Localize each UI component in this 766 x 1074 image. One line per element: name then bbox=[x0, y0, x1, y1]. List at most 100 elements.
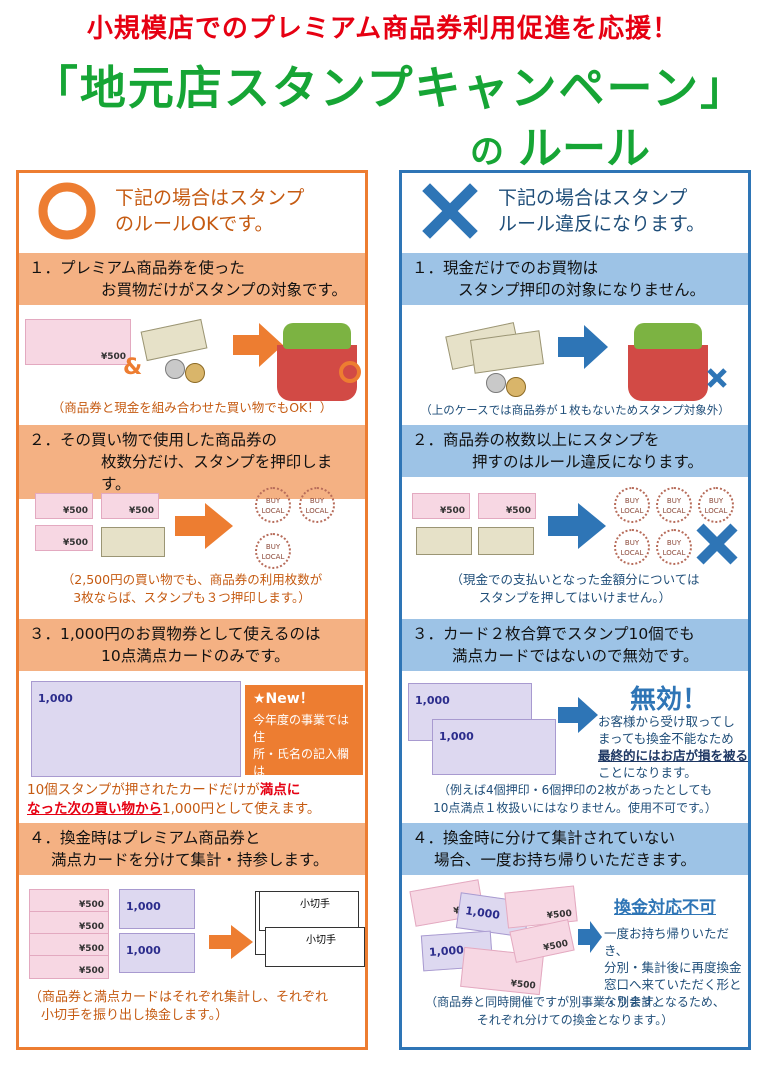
invalid-text-bold: 最終的にはお店が損を被る bbox=[598, 748, 749, 763]
ng-rule-3-note: （例えば4個押印・6個押印の2枚があったとしても 10点満点１枚扱いにはなりませ… bbox=[402, 781, 748, 817]
ng-rule-4-line1: ４．換金時に分けて集計されていない bbox=[412, 829, 676, 847]
invalid-text-end: ことになります。 bbox=[598, 765, 697, 780]
banknote-image bbox=[101, 527, 165, 557]
ok-rule-3: ３．1,000円のお買物券として使えるのは 10点満点カードのみです。 bbox=[19, 619, 365, 671]
ng-intro-line1: 下記の場合はスタンプ bbox=[498, 187, 688, 209]
ng-rule-2-note-line2: スタンプを押してはいけません。） bbox=[478, 590, 672, 605]
cheque-label: 小切手 bbox=[306, 935, 336, 946]
ok-rule-3-note-b: 満点に bbox=[259, 782, 301, 798]
ok-rule-4-line1: ４．換金時はプレミアム商品券と bbox=[29, 829, 261, 847]
ok-rule-1-line1: １．プレミアム商品券を使った bbox=[29, 259, 245, 277]
ng-rule-1: １．現金だけでのお買物は スタンプ押印の対象になりません。 bbox=[402, 253, 748, 305]
voucher-image bbox=[478, 493, 536, 519]
stamp-card-image bbox=[31, 681, 241, 777]
stamp-mark: BUY LOCAL bbox=[614, 487, 650, 523]
new-notice-title: ★New！ bbox=[253, 691, 314, 707]
arrow-right-icon bbox=[578, 921, 602, 953]
stamp-card-image bbox=[119, 889, 195, 929]
ok-rule-3-note-a: 10個スタンプが押されたカードだけが bbox=[27, 782, 260, 798]
ng-rule-4-note-line1: （商品券と同時開催ですが別事業・別会計となるため、 bbox=[425, 995, 725, 1009]
ng-rule-3-line2: 満点カードではないので無効です。 bbox=[452, 647, 699, 665]
stamp-card-image bbox=[432, 719, 556, 775]
ng-rule-2: ２．商品券の枚数以上にスタンプを 押すのはルール違反になります。 bbox=[402, 425, 748, 477]
coin-image bbox=[185, 363, 205, 383]
and-sign: & bbox=[123, 355, 143, 380]
cross-ng-icon bbox=[707, 368, 727, 388]
header-no: の bbox=[470, 132, 504, 172]
ng-rule-3-note-line2: 10点満点１枚扱いにはなりません。使用不可です。） bbox=[433, 801, 717, 815]
voucher-image bbox=[101, 493, 159, 519]
ok-rule-2-note-line1: （2,500円の買い物でも、商品券の利用枚数が bbox=[61, 572, 323, 587]
ok-rule-4-note-line2: 小切手を振り出し換金します。） bbox=[41, 1008, 229, 1023]
ok-rule-2-note-line2: 3枚ならば、スタンプも３つ押印します。） bbox=[73, 590, 311, 605]
ng-rule-4-note-line2: それぞれ分けての換金となります。） bbox=[476, 1013, 674, 1027]
voucher-image bbox=[412, 493, 470, 519]
new-notice-box: ★New！ 今年度の事業では住 所・氏名の記入欄は 省略となりました。 bbox=[245, 685, 363, 812]
coin-image bbox=[506, 377, 526, 397]
cross-ng-icon bbox=[422, 183, 478, 239]
header-subtitle: 小規模店でのプレミアム商品券利用促進を応援！ bbox=[86, 14, 680, 44]
voucher-image bbox=[35, 493, 93, 519]
ok-rule-4-line2: 満点カードを分けて集計・持参します。 bbox=[51, 851, 329, 869]
not-exchangeable-text: 一度お持ち帰りいただき、 分別・集計後に再度換金 窓口へ来ていただく形と なりま… bbox=[604, 925, 750, 1010]
ok-rule-3-line1: ３．1,000円のお買物券として使えるのは bbox=[29, 625, 321, 643]
ok-intro: 下記の場合はスタンプ のルールOKです。 bbox=[19, 173, 365, 249]
stamp-mark: BUY LOCAL bbox=[614, 529, 650, 565]
not-exchangeable-line1: 一度お持ち帰りいただき、 bbox=[604, 926, 730, 958]
ng-rule-3: ３．カード２枚合算でスタンプ10個でも 満点カードではないので無効です。 bbox=[402, 619, 748, 671]
invalid-text-line1: お客様から受け取ってし bbox=[598, 714, 735, 729]
new-notice-line2: 所・氏名の記入欄は bbox=[253, 747, 350, 778]
ok-rule-2-note: （2,500円の買い物でも、商品券の利用枚数が 3枚ならば、スタンプも３つ押印し… bbox=[19, 571, 365, 607]
header-rule: ルール bbox=[518, 123, 650, 174]
voucher-image bbox=[35, 525, 93, 551]
ok-intro-text: 下記の場合はスタンプ のルールOKです。 bbox=[115, 185, 304, 237]
ok-rule-2-line1: ２．その買い物で使用した商品券の bbox=[29, 431, 278, 449]
not-exchangeable-line2: 分別・集計後に再度換金 bbox=[604, 960, 742, 975]
shopping-basket-image bbox=[628, 323, 708, 401]
ng-rule-1-note: （上のケースでは商品券が１枚もないためスタンプ対象外） bbox=[420, 403, 730, 417]
banknote-image bbox=[416, 527, 472, 555]
ok-rule-4-note: （商品券と満点カードはそれぞれ集計し、それぞれ 小切手を振り出し換金します。） bbox=[19, 989, 365, 1025]
arrow-right-icon bbox=[558, 325, 608, 369]
arrow-right-icon bbox=[233, 323, 283, 367]
ng-rule-2-line2: 押すのはルール違反になります。 bbox=[472, 453, 703, 471]
not-exchangeable-line3: 窓口へ来ていただく形と bbox=[604, 977, 742, 992]
ng-rule-2-note: （現金での支払いとなった金額分については スタンプを押してはいけません。） bbox=[402, 571, 748, 607]
stamp-mark: BUY LOCAL bbox=[255, 487, 291, 523]
ng-rule-3-note-line1: （例えば4個押印・6個押印の2枚があったとしても bbox=[438, 783, 712, 797]
not-exchangeable-line4: なります。 bbox=[604, 994, 666, 1009]
voucher-image bbox=[29, 933, 109, 957]
stamp-card-image bbox=[119, 933, 195, 973]
voucher-image bbox=[29, 889, 109, 913]
arrow-right-icon bbox=[209, 925, 253, 959]
stamp-mark: BUY LOCAL bbox=[299, 487, 335, 523]
new-notice-line1: 今年度の事業では住 bbox=[253, 713, 350, 744]
ng-intro: 下記の場合はスタンプ ルール違反になります。 bbox=[402, 173, 748, 249]
ok-rule-2-line2: 枚数分だけ、スタンプを押印します。 bbox=[101, 453, 333, 493]
ok-rule-3-note: 10個スタンプが押されたカードだけが満点に なった次の買い物から1,000円とし… bbox=[27, 781, 367, 819]
ok-intro-line2: のルールOKです。 bbox=[115, 213, 274, 235]
cheque-image: 小切手 bbox=[265, 927, 365, 967]
ok-rule-3-note-d: 1,000円として使えます。 bbox=[162, 801, 321, 817]
ok-rule-3-note-c: なった次の買い物から bbox=[27, 801, 162, 817]
ng-rule-1-line1: １．現金だけでのお買物は bbox=[412, 259, 599, 277]
ng-rule-3-line1: ３．カード２枚合算でスタンプ10個でも bbox=[412, 625, 695, 643]
new-notice-line3: 省略となりました。 bbox=[253, 781, 337, 812]
ok-rule-1-line2: お買物だけがスタンプの対象です。 bbox=[101, 281, 347, 299]
cheque-image: 小切手 bbox=[259, 891, 359, 931]
ok-rule-4-note-line1: （商品券と満点カードはそれぞれ集計し、それぞれ bbox=[29, 990, 329, 1005]
invalid-title: 無効！ bbox=[630, 685, 709, 715]
stamp-mark: BUY LOCAL bbox=[698, 487, 734, 523]
arrow-right-icon bbox=[548, 503, 606, 549]
circle-ok-icon bbox=[38, 182, 96, 240]
invalid-text-line2: まっても換金不能なため bbox=[598, 731, 734, 746]
voucher-image bbox=[29, 955, 109, 979]
ng-intro-line2: ルール違反になります。 bbox=[498, 213, 706, 235]
banknote-image bbox=[478, 527, 534, 555]
voucher-image bbox=[25, 319, 131, 365]
coin-image bbox=[486, 373, 506, 393]
ng-column: 下記の場合はスタンプ ルール違反になります。 １．現金だけでのお買物は スタンプ… bbox=[399, 170, 751, 1050]
coin-image bbox=[165, 359, 185, 379]
ng-rule-1-line2: スタンプ押印の対象になりません。 bbox=[458, 281, 706, 299]
stamp-mark: BUY LOCAL bbox=[656, 487, 692, 523]
